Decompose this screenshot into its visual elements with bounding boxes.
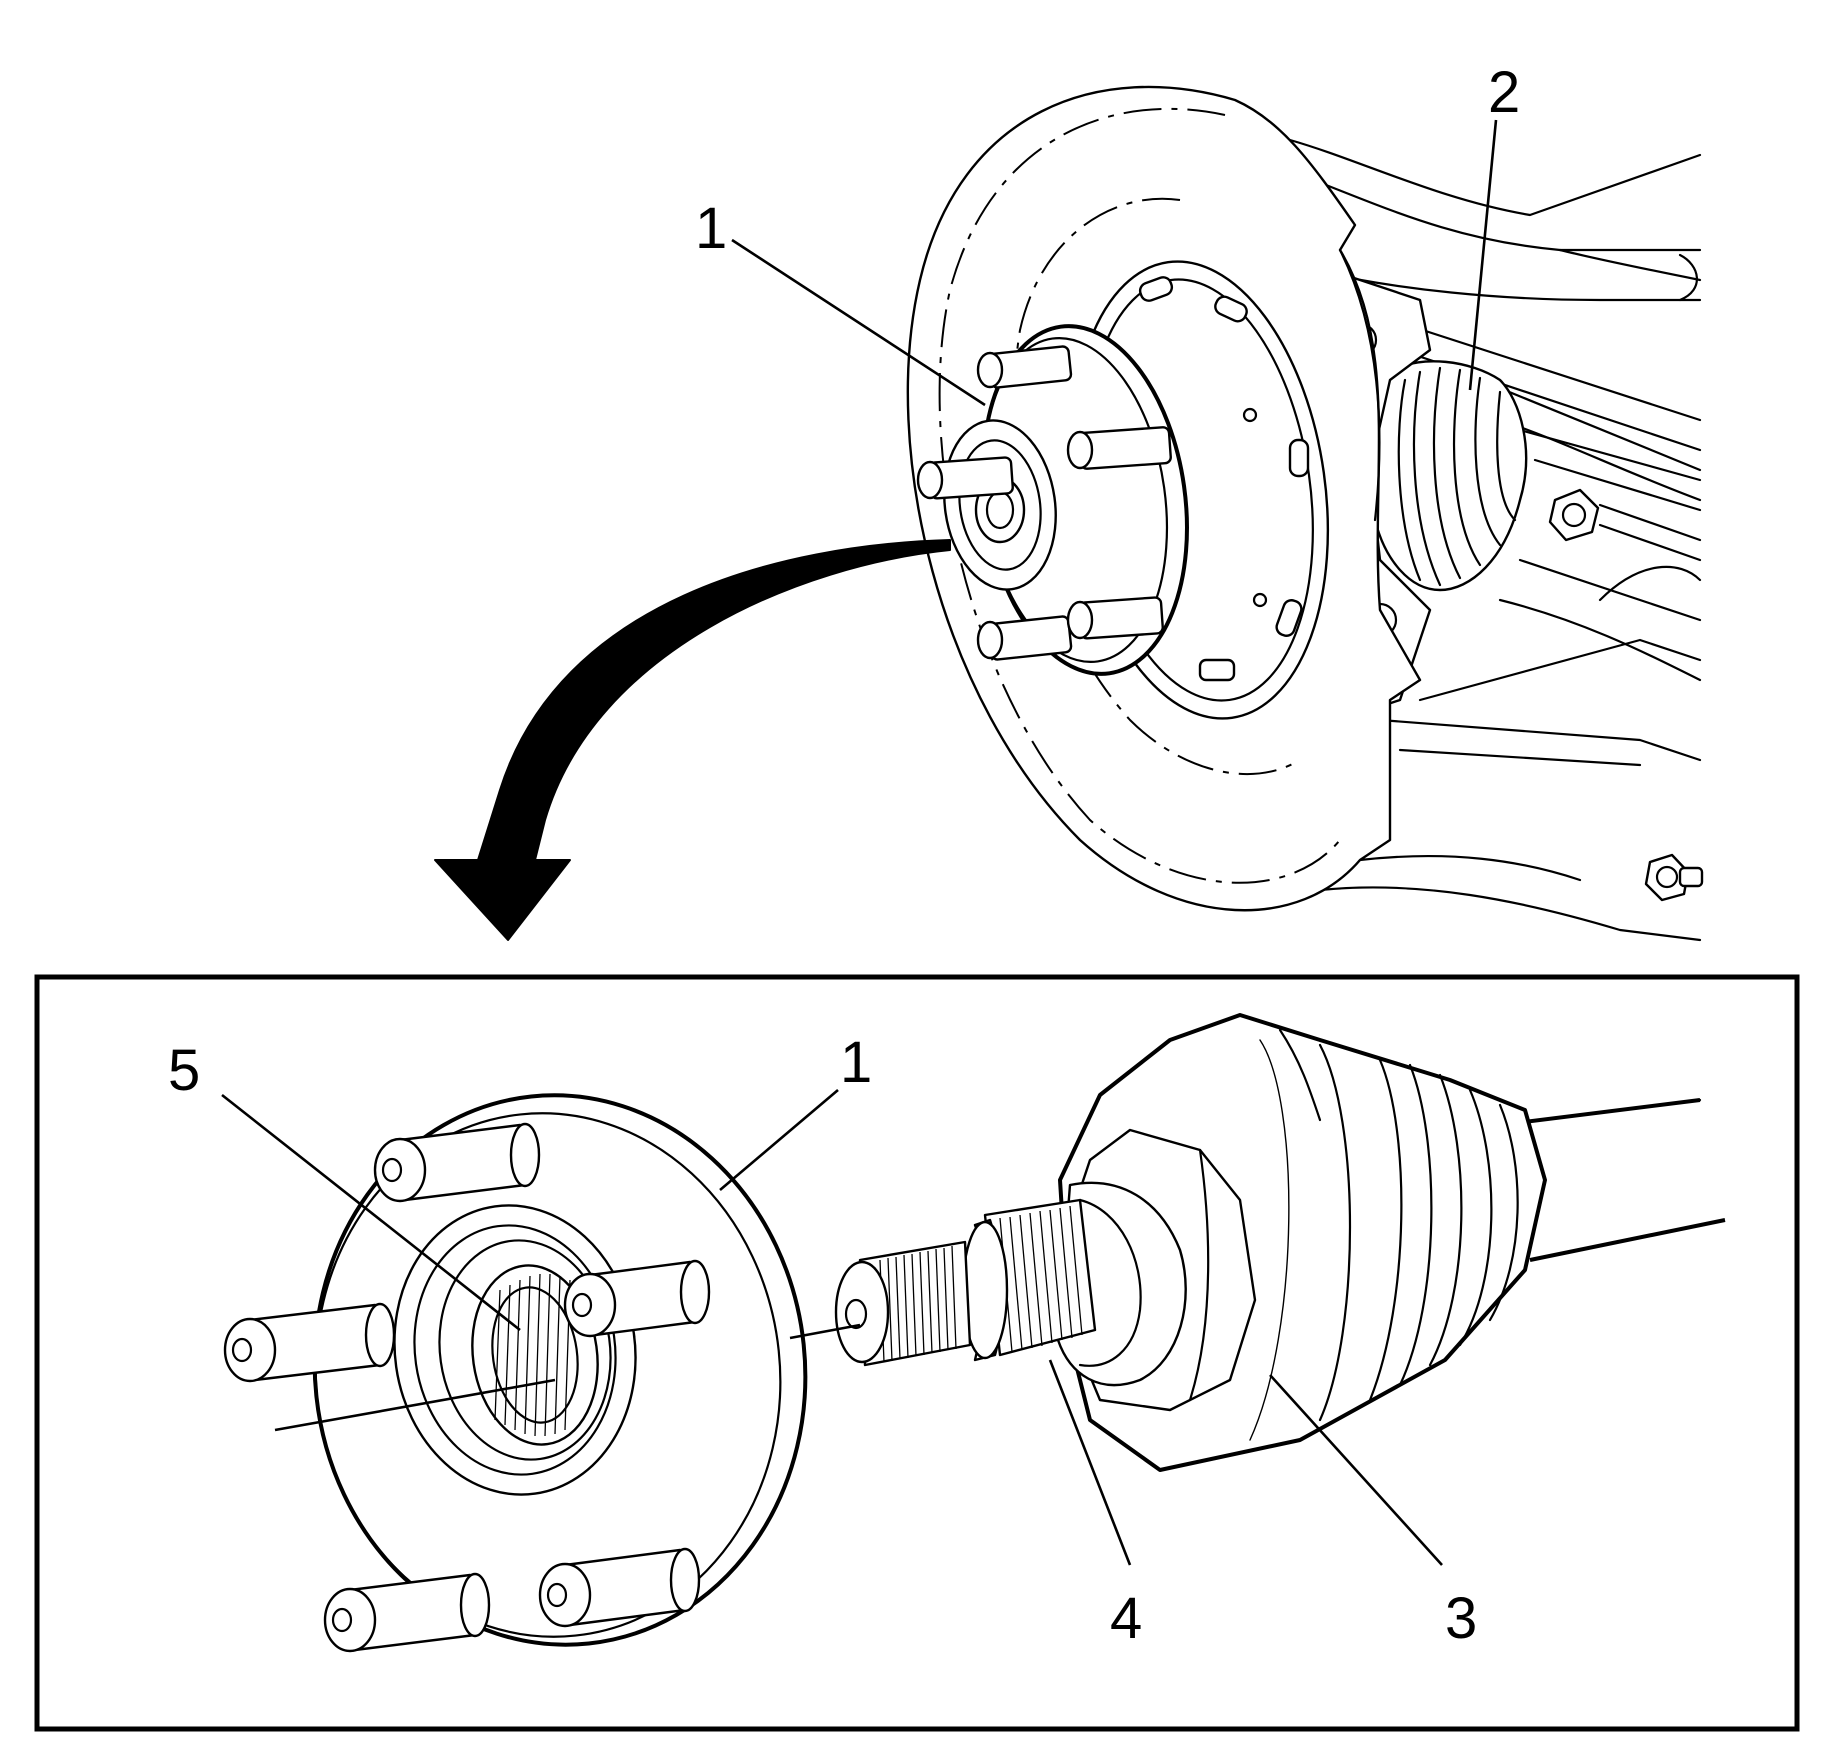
- splined-shaft: [834, 1198, 1097, 1367]
- callout-detail-4: 4: [1048, 1359, 1142, 1651]
- lug-stud: [563, 1259, 711, 1338]
- curved-arrow-down-icon: [434, 539, 951, 941]
- callout-detail-5: 5: [168, 1038, 521, 1332]
- hub-internal-splines: [494, 1273, 571, 1437]
- svg-text:3: 3: [1445, 1586, 1477, 1651]
- axle-shaft-detail: [1498, 1098, 1726, 1262]
- lug-stud: [1066, 426, 1172, 470]
- lug-stud: [976, 345, 1073, 389]
- detail-lug-studs: [223, 1122, 711, 1653]
- svg-text:1: 1: [840, 1030, 872, 1095]
- svg-text:4: 4: [1110, 1586, 1142, 1651]
- svg-text:2: 2: [1488, 60, 1520, 125]
- lug-stud: [373, 1122, 541, 1203]
- lug-stud: [538, 1547, 701, 1628]
- callout-detail-1: 1: [719, 1030, 872, 1191]
- top-assembly-view: 1 2: [695, 60, 1704, 942]
- svg-text:1: 1: [695, 196, 727, 261]
- lug-stud: [916, 456, 1014, 500]
- detail-frame: [34, 974, 1800, 1732]
- lug-stud: [223, 1302, 396, 1383]
- suspension-structure: [1288, 138, 1704, 942]
- callout-top-2: 2: [1468, 60, 1520, 391]
- lug-stud: [976, 615, 1073, 661]
- top-lug-studs: [916, 345, 1172, 661]
- outer-joint-face: [1056, 1181, 1187, 1387]
- detail-view: 5 1 4 3: [168, 1013, 1726, 1653]
- alignment-line: [274, 1323, 861, 1432]
- lug-stud: [1066, 596, 1164, 640]
- svg-text:5: 5: [168, 1038, 200, 1103]
- spline-teeth: [999, 1205, 1083, 1353]
- callout-top-1: 1: [695, 196, 986, 407]
- callout-detail-3: 3: [1269, 1374, 1477, 1651]
- lug-stud: [323, 1572, 491, 1653]
- axle-shaft-top: [1518, 428, 1702, 512]
- cv-boot-top: [1368, 360, 1528, 592]
